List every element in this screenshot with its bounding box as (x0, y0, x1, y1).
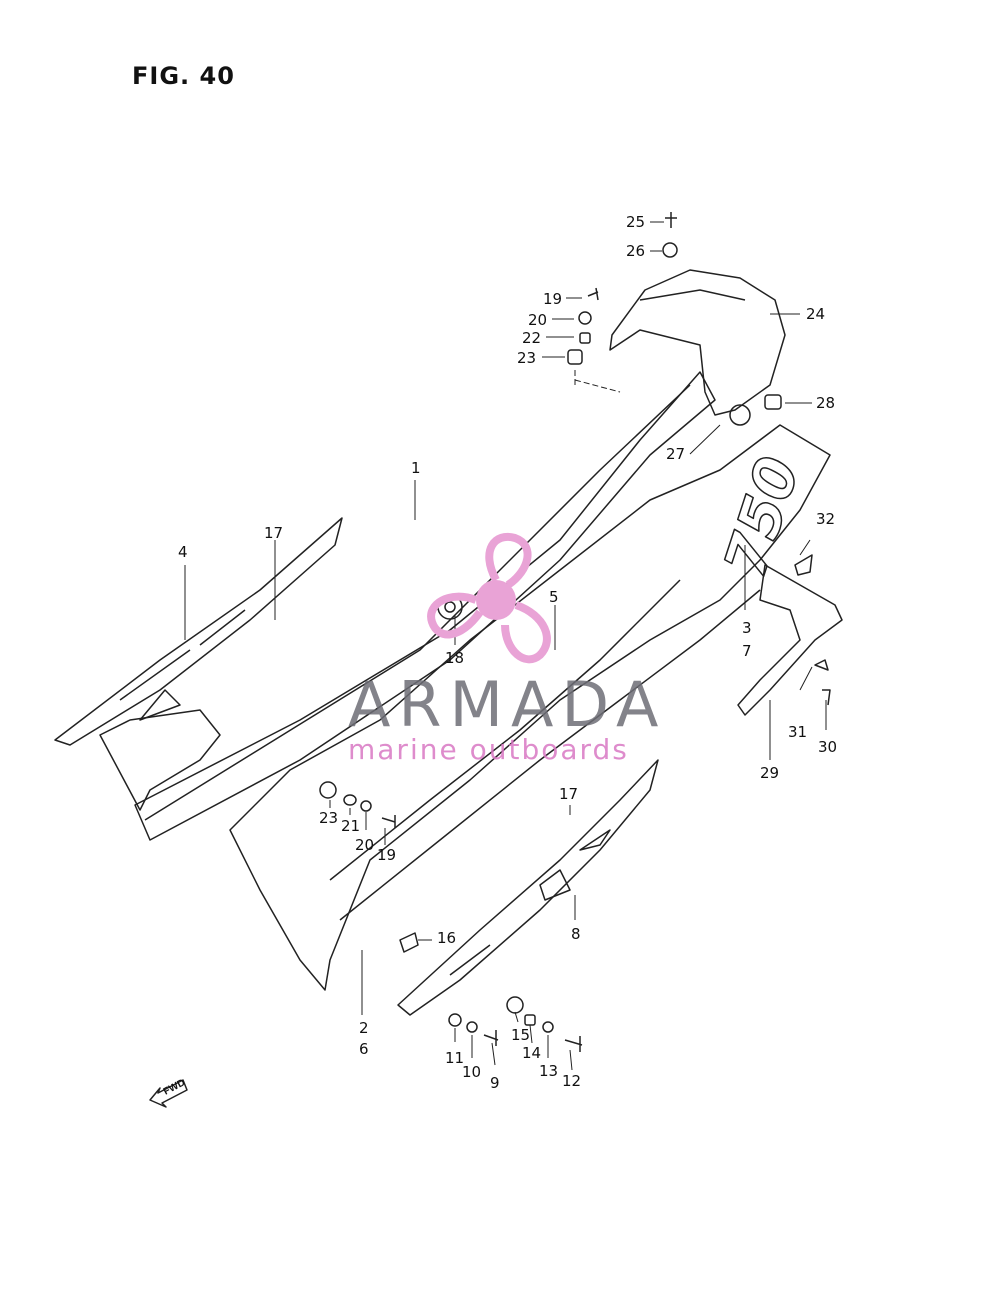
callout-label: 17 (559, 785, 579, 803)
frame-cover-upper-part (134, 371, 716, 841)
callout-label: 32 (816, 510, 836, 528)
fwd-arrow (149, 1079, 188, 1108)
callout-label: 15 (511, 1026, 531, 1044)
callout-label: 19 (377, 846, 397, 864)
seat-tail-cover-part (609, 269, 786, 416)
callout-label: 29 (760, 764, 780, 782)
model-decal-750: 750 (711, 449, 813, 585)
grommet-23b (319, 781, 337, 799)
callout-label: 3 (742, 619, 752, 637)
callout-label: 16 (437, 929, 457, 947)
bush-15 (506, 996, 524, 1014)
callout-label: 31 (788, 723, 808, 741)
figure-title: FIG. 40 (132, 62, 235, 90)
side-panel-left-part (54, 517, 343, 746)
callout-label: 24 (806, 305, 826, 323)
callout-label: 2 (359, 1019, 369, 1037)
callout-label: 19 (543, 290, 563, 308)
callout-label: 23 (319, 809, 339, 827)
grommet-27 (729, 404, 751, 426)
callout-label: 10 (462, 1063, 482, 1081)
callout-label: 7 (742, 642, 752, 660)
callout-label: 28 (816, 394, 836, 412)
callout-label: 26 (626, 242, 646, 260)
callout-label: 4 (178, 543, 188, 561)
callout-label: 21 (341, 817, 361, 835)
grommet-23a (567, 349, 583, 365)
watermark-propeller-logo (427, 532, 551, 664)
callout-label: 13 (539, 1062, 559, 1080)
callout-label: 1 (411, 459, 421, 477)
clip-32 (794, 554, 813, 576)
callout-label: 20 (528, 311, 548, 329)
clip-16 (399, 932, 419, 953)
callout-label: 8 (571, 925, 581, 943)
callout-label: 17 (264, 524, 284, 542)
callout-label: 20 (355, 836, 375, 854)
callout-label: 9 (490, 1074, 500, 1092)
callout-label: 12 (562, 1072, 582, 1090)
watermark-brand-subtitle: marine outboards (348, 733, 629, 766)
callout-label: 18 (445, 649, 465, 667)
grommet-28 (764, 394, 782, 410)
lower-bracket-left-part (99, 709, 221, 811)
callout-label: 22 (522, 329, 542, 347)
callout-label: 30 (818, 738, 838, 756)
side-panel-lower-part (397, 759, 659, 1016)
callout-label: 14 (522, 1044, 542, 1062)
callout-label: 5 (549, 588, 559, 606)
rear-bracket-part (737, 564, 843, 716)
callout-label: 23 (517, 349, 537, 367)
callout-label: 11 (445, 1049, 465, 1067)
callout-label: 6 (359, 1040, 369, 1058)
callout-label: 25 (626, 213, 646, 231)
callout-label: 27 (666, 445, 686, 463)
watermark-brand-name: ARMADA (348, 668, 667, 741)
